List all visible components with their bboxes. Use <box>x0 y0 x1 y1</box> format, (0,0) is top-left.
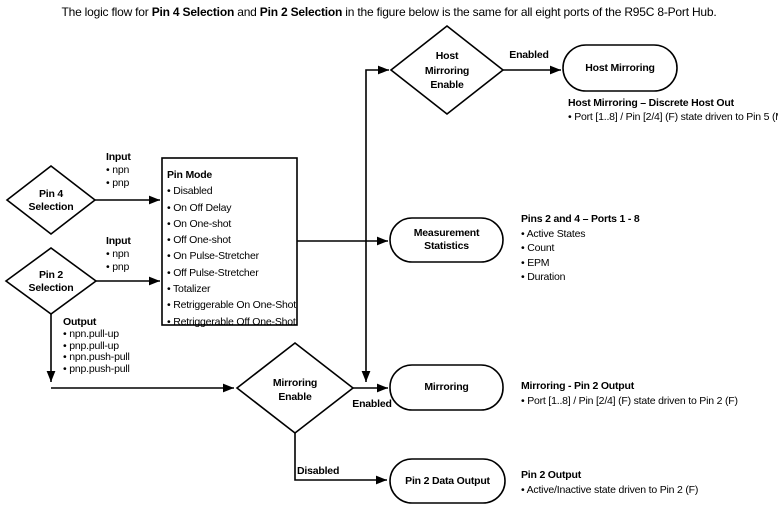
caption-text-2: and <box>234 5 260 19</box>
process-pin2-data-output: Pin 2 Data Output <box>390 459 505 503</box>
input-list-pin4-item: • pnp <box>106 177 130 189</box>
pin-mode-item: • Off One-shot <box>167 234 231 247</box>
pin-mode-item: • On Off Delay <box>167 201 232 214</box>
decision-pin4-selection-shape <box>5 164 97 236</box>
flag-disabled: Disabled <box>297 465 340 477</box>
annotation-measurement-title: Pins 2 and 4 – Ports 1 - 8 <box>521 213 640 225</box>
annotation-pin2-output: Pin 2 Output • Active/Inactive state dri… <box>521 468 698 498</box>
caption-bold-pin4: Pin 4 Selection <box>151 5 235 19</box>
decision-pin2-selection-shape <box>4 247 98 315</box>
process-mirroring-shape <box>389 364 504 411</box>
input-list-pin4-item: • npn <box>106 164 130 176</box>
caption: The logic flow for Pin 4 Selection and P… <box>0 5 778 19</box>
process-measurement-statistics-label: Measurement Statistics <box>413 227 480 252</box>
annotation-mirroring: Mirroring - Pin 2 Output • Port [1..8] /… <box>521 379 738 409</box>
process-measurement-statistics-shape <box>389 217 504 263</box>
decision-host-mirroring-enable-shape <box>389 24 505 116</box>
decision-pin4-selection-label: Pin 4 Selection <box>28 188 74 213</box>
pin-mode-title: Pin Mode <box>167 169 213 181</box>
pin-mode-list: Pin Mode • Disabled • On Off Delay • On … <box>167 167 297 330</box>
input-list-pin2-item: • npn <box>106 248 130 260</box>
output-list-title: Output <box>63 316 97 328</box>
pin-mode-item: • Retriggerable Off One-Shot <box>167 315 296 328</box>
annotation-mirroring-item: • Port [1..8] / Pin [2/4] (F) state driv… <box>521 395 738 407</box>
process-host-mirroring-shape <box>562 44 678 92</box>
pin-mode-item: • Disabled <box>167 185 213 198</box>
process-pin2-data-output-shape <box>389 458 506 504</box>
annotation-host-mirroring: Host Mirroring – Discrete Host Out • Por… <box>568 97 778 124</box>
process-measurement-statistics: Measurement Statistics <box>390 218 503 262</box>
connector-disabled-to-pin2-data-output <box>294 433 387 485</box>
pin-mode-box-shape <box>161 157 298 326</box>
annotation-host-mirroring-title: Host Mirroring – Discrete Host Out <box>568 97 734 109</box>
annotation-measurement-item: • Duration <box>521 271 566 284</box>
process-mirroring-label: Mirroring <box>424 381 469 393</box>
process-host-mirroring: Host Mirroring <box>563 45 677 91</box>
decision-host-mirroring-enable-label: Host Mirroring Enable <box>424 50 470 91</box>
caption-text-3: in the figure below is the same for all … <box>342 5 717 19</box>
process-mirroring: Mirroring <box>390 365 503 410</box>
output-list-pin2: Output • npn.pull-up • pnp.pull-up • npn… <box>63 316 130 376</box>
decision-mirroring-enable-label: Mirroring Enable <box>272 377 318 403</box>
decision-mirroring-enable-shape <box>235 341 355 435</box>
pin-mode-item: • Totalizer <box>167 283 211 296</box>
output-list-item: • pnp.pull-up <box>63 339 119 352</box>
input-list-pin2-title: Input <box>106 235 131 247</box>
input-list-pin4: Input • npn • pnp <box>106 151 131 190</box>
decision-pin2-selection-label: Pin 2 Selection <box>28 269 74 294</box>
annotation-measurement-item: • Active States <box>521 227 586 240</box>
annotation-measurement-item: • EPM <box>521 256 550 269</box>
flag-enabled-top: Enabled <box>509 49 549 61</box>
annotation-pin2-output-title: Pin 2 Output <box>521 469 582 481</box>
pin-mode-item: • Off Pulse-Stretcher <box>167 266 259 279</box>
process-pin2-data-output-label: Pin 2 Data Output <box>405 474 490 487</box>
output-list-item: • pnp.push-pull <box>63 363 130 376</box>
caption-bold-pin2: Pin 2 Selection <box>259 5 343 19</box>
annotation-pin2-output-item: • Active/Inactive state driven to Pin 2 … <box>521 484 699 496</box>
annotation-measurement: Pins 2 and 4 – Ports 1 - 8 • Active Stat… <box>521 212 640 285</box>
output-list-item: • npn.push-pull <box>63 351 130 364</box>
input-list-pin2-item: • pnp <box>106 261 130 273</box>
input-list-pin4-title: Input <box>106 151 131 163</box>
output-list-item: • npn.pull-up <box>63 327 119 340</box>
process-host-mirroring-label: Host Mirroring <box>585 61 655 74</box>
caption-text-1: The logic flow for <box>61 5 152 19</box>
connector-pinmode-to-host-mirroring-enable <box>365 65 389 241</box>
flag-enabled-bottom: Enabled <box>352 398 392 410</box>
pin-mode-item: • On Pulse-Stretcher <box>167 250 259 263</box>
annotation-measurement-item: • Count <box>521 242 555 255</box>
annotation-host-mirroring-item: • Port [1..8] / Pin [2/4] (F) state driv… <box>568 110 778 123</box>
pin-mode-item: • Retriggerable On One-Shot <box>167 299 297 312</box>
pin-mode-item: • On One-shot <box>167 217 232 230</box>
annotation-mirroring-title: Mirroring - Pin 2 Output <box>521 380 635 392</box>
input-list-pin2: Input • npn • pnp <box>106 235 131 274</box>
